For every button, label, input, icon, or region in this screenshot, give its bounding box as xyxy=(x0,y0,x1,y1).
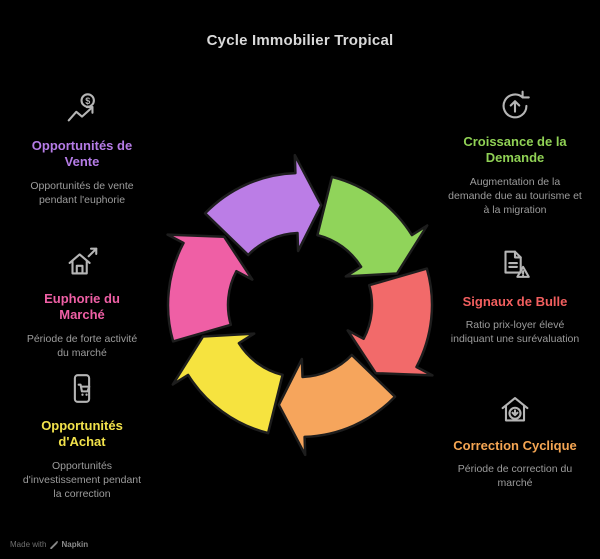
stage-description: Opportunités de vente pendant l'euphorie xyxy=(30,179,134,206)
cycle-arrow-icon xyxy=(502,90,530,119)
cycle-arrow-yellow xyxy=(171,332,284,435)
watermark: Made with Napkin xyxy=(10,540,88,549)
stage-market-euphoria: Euphorie du Marché Période de forte acti… xyxy=(20,243,144,360)
page-title: Cycle Immobilier Tropical xyxy=(206,32,394,49)
cycle-arrow-green xyxy=(316,175,429,278)
cycle-diagram xyxy=(166,153,434,457)
stage-description: Ratio prix-loyer élevé indiquant une sur… xyxy=(450,319,580,346)
stage-cyclical-correction: Correction Cyclique Période de correctio… xyxy=(448,390,582,491)
house-up-arrow-icon xyxy=(68,247,98,275)
napkin-logo-icon xyxy=(50,540,59,549)
made-with-label: Made with xyxy=(10,540,47,549)
stage-title: Euphorie du Marché xyxy=(44,291,120,323)
cycle-arrow-purple xyxy=(203,153,323,257)
cycle-arrow-pink xyxy=(166,233,254,343)
stage-title: Correction Cyclique xyxy=(453,438,577,453)
stage-sell-opportunities: $ Opportunités de Vente Opportunités de … xyxy=(20,90,144,207)
stage-title: Opportunités d'Achat xyxy=(41,418,123,450)
phone-cart-icon xyxy=(73,374,91,403)
brand-label: Napkin xyxy=(61,540,89,549)
stage-title: Signaux de Bulle xyxy=(462,294,568,309)
stage-bubble-signals: Signaux de Bulle Ratio prix-loyer élevé … xyxy=(448,246,582,347)
stage-buy-opportunities: Opportunités d'Achat Opportunités d'inve… xyxy=(20,370,144,501)
cycle-arrow-orange xyxy=(277,353,397,457)
stage-title: Opportunités de Vente xyxy=(31,138,133,170)
stage-description: Augmentation de la demande due au touris… xyxy=(448,175,582,216)
stage-title: Croissance de la Demande xyxy=(463,134,567,166)
stage-demand-growth: Croissance de la Demande Augmentation de… xyxy=(448,86,582,217)
alert-document-icon xyxy=(504,250,530,278)
stage-description: Opportunités d'investissement pendant la… xyxy=(22,459,142,500)
house-down-arrow-icon xyxy=(501,397,529,422)
money-trend-icon: $ xyxy=(67,93,95,122)
svg-text:$: $ xyxy=(85,96,90,106)
stage-description: Période de forte activité du marché xyxy=(26,332,138,359)
cycle-arrow-red xyxy=(346,267,434,377)
stage-description: Période de correction du marché xyxy=(457,463,573,490)
